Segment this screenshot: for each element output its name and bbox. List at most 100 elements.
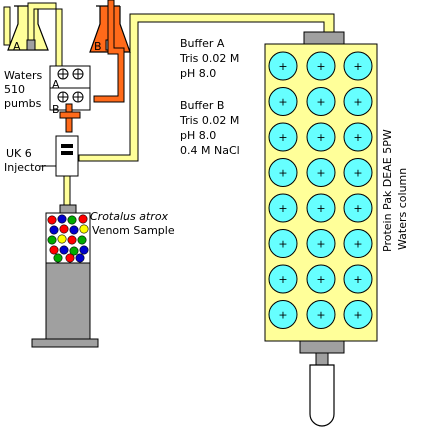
column-label: Protein Pak DEAE 5PW Waters column [381,129,409,252]
column-bead [343,193,373,223]
sample-particle [79,245,89,255]
bead-plus-sign: + [278,273,287,286]
column-bead [306,193,336,223]
bead-plus-sign: + [353,309,362,322]
bead-plus-sign: + [353,238,362,251]
flask-b-letter: B [94,40,102,53]
buffer-a-label: Buffer A Tris 0.02 M pH 8.0 [179,37,239,80]
protein-pak-column: ++++++++++++++++++++++++ [264,31,378,366]
svg-text:Venom Sample: Venom Sample [92,224,175,237]
sample-particle [75,253,85,263]
buffer-b-label: Buffer B Tris 0.02 M pH 8.0 0.4 M NaCl [179,99,240,157]
sample-particle [49,225,59,235]
svg-text:Protein Pak DEAE 5PW: Protein Pak DEAE 5PW [381,129,394,252]
sample-particle [59,245,69,255]
column-bead [343,300,373,329]
sample-particle [78,214,88,224]
column-bead [268,122,298,152]
bead-plus-sign: + [316,60,325,73]
bead-plus-sign: + [316,202,325,215]
bead-plus-sign: + [278,309,287,322]
sample-particle [69,225,79,235]
bead-plus-sign: + [278,60,287,73]
sample-particle [79,224,89,234]
sample-particle [65,253,75,263]
waters-510-pumps: A B [49,65,91,116]
sample-particle [57,234,67,244]
svg-text:Tris 0.02 M: Tris 0.02 M [179,52,239,65]
column-bead [306,264,336,294]
column-bead [306,229,336,258]
bead-plus-sign: + [278,131,287,144]
sample-particle [67,235,77,245]
bead-plus-sign: + [353,273,362,286]
sample-particle [59,224,69,234]
column-bead [268,51,298,81]
column-bead [268,193,298,223]
sample-particle [69,246,79,256]
bead-plus-sign: + [316,131,325,144]
sample-label: Crotalus atrox Venom Sample [90,210,175,237]
column-bead [268,229,298,258]
sample-particle [47,235,57,245]
bead-plus-sign: + [353,96,362,109]
bead-plus-sign: + [278,202,287,215]
column-bead [306,51,336,81]
column-bead [343,87,373,116]
bead-plus-sign: + [353,60,362,73]
column-bead [343,122,373,152]
bead-plus-sign: + [278,238,287,251]
svg-text:Buffer A: Buffer A [180,37,225,50]
sample-particle [57,214,67,224]
uk6-injector [55,135,79,177]
pump-b-letter: B [52,103,60,116]
column-bead [306,122,336,152]
tube-injector-to-syringe [63,175,71,206]
column-bead [306,158,336,187]
venom-sample-syringe [31,204,99,348]
sample-particle [77,235,87,245]
svg-text:UK 6: UK 6 [6,147,32,160]
column-bead [306,300,336,329]
svg-text:Waters: Waters [4,69,43,82]
svg-text:510: 510 [4,83,25,96]
svg-text:Buffer B: Buffer B [180,99,224,112]
pump-a-letter: A [52,78,60,91]
bead-plus-sign: + [353,167,362,180]
sample-particle [47,215,57,225]
pumps-label: Waters 510 pumbs [4,69,43,110]
svg-text:Waters column: Waters column [396,168,409,250]
column-bead [268,158,298,187]
column-bead [343,51,373,81]
column-bead [343,264,373,294]
injector-label: UK 6 Injector [4,147,46,174]
column-bead [268,300,298,329]
tube-flask-b-to-pump [93,0,125,103]
bead-plus-sign: + [316,96,325,109]
bead-plus-sign: + [316,309,325,322]
bead-plus-sign: + [353,131,362,144]
bead-plus-sign: + [316,238,325,251]
column-bead [306,87,336,116]
column-bead [268,264,298,294]
flask-a: A [3,5,49,53]
tube-flask-a-to-pump [27,2,63,67]
svg-text:Crotalus atrox: Crotalus atrox [90,210,169,223]
svg-text:0.4 M NaCl: 0.4 M NaCl [180,144,240,157]
column-bead [343,158,373,187]
bead-plus-sign: + [353,202,362,215]
svg-text:Tris 0.02 M: Tris 0.02 M [179,114,239,127]
flask-a-letter: A [13,40,21,53]
bead-plus-sign: + [278,96,287,109]
collection-test-tube [309,364,335,427]
svg-text:Injector: Injector [4,161,46,174]
sample-particle [49,245,59,255]
column-bead [268,87,298,116]
bead-plus-sign: + [278,167,287,180]
svg-text:pumbs: pumbs [4,97,42,110]
svg-text:pH 8.0: pH 8.0 [180,67,216,80]
sample-particle [53,253,63,263]
bead-plus-sign: + [316,273,325,286]
column-bead [343,229,373,258]
